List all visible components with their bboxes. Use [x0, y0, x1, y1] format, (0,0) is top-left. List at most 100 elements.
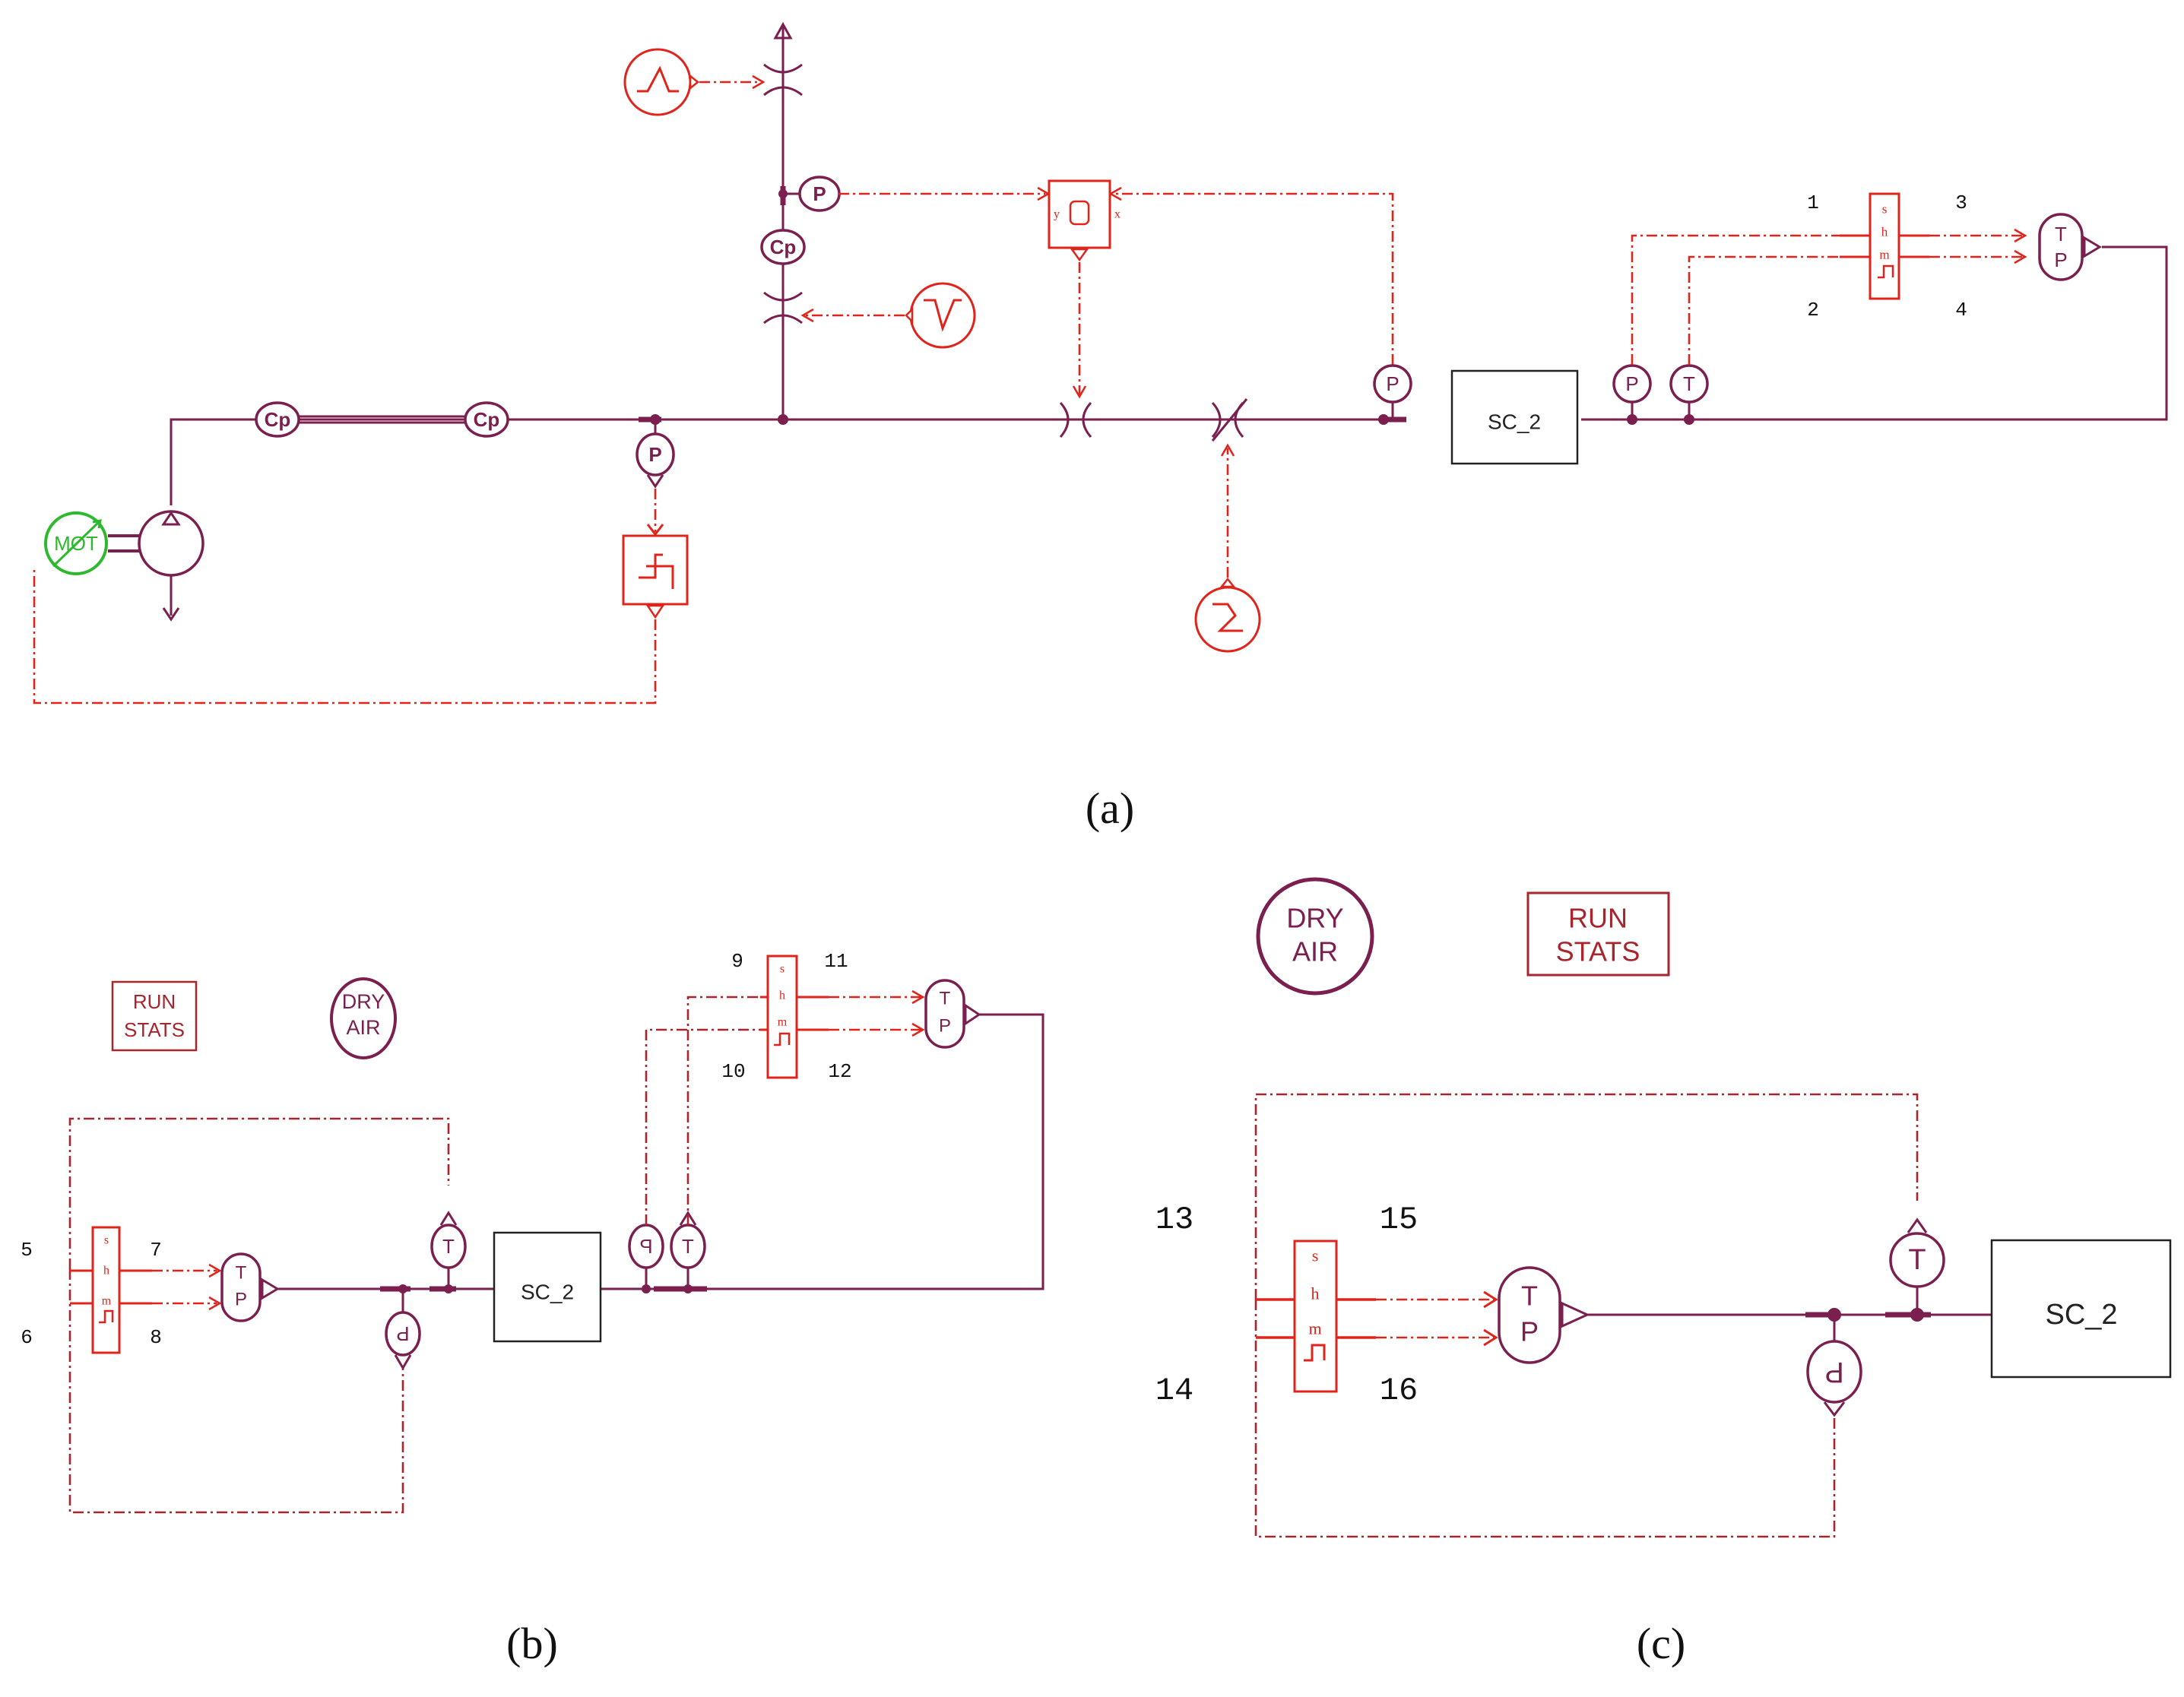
svg-text:AIR: AIR	[1292, 936, 1338, 967]
svg-text:P: P	[1625, 372, 1638, 395]
svg-text:m: m	[1308, 1319, 1321, 1338]
svg-text:P: P	[648, 443, 661, 466]
caption-a: (a)	[1086, 784, 1134, 833]
signal-generator-icon	[905, 282, 976, 349]
svg-text:T: T	[682, 1235, 694, 1258]
svg-text:x: x	[1114, 208, 1121, 221]
block-sc2: SC_2	[1990, 1239, 2172, 1379]
dry-air-icon: DRY AIR	[1256, 877, 1374, 996]
svg-text:s: s	[780, 963, 785, 976]
tp-sensor-icon: T P	[1498, 1266, 1590, 1364]
svg-text:5: 5	[21, 1239, 33, 1262]
panel-a: MOT Cp Cp Cp P	[33, 21, 2168, 833]
dry-air-icon: DRY AIR	[330, 977, 397, 1059]
temperature-sensor-icon: T	[1669, 364, 1709, 420]
svg-text:P: P	[1386, 372, 1399, 395]
svg-text:h: h	[103, 1265, 109, 1277]
vent-arrow-icon	[773, 21, 793, 40]
svg-text:T: T	[2055, 223, 2067, 245]
pump-icon	[138, 510, 204, 622]
svg-text:T: T	[1683, 372, 1695, 395]
svg-text:RUN: RUN	[1568, 903, 1628, 934]
svg-text:T: T	[236, 1263, 247, 1284]
svg-text:s: s	[104, 1234, 109, 1247]
motor-icon: MOT	[44, 511, 141, 575]
main-hydraulic-line	[170, 418, 1406, 505]
svg-text:P: P	[1824, 1356, 1843, 1388]
svg-text:13: 13	[1155, 1202, 1193, 1238]
svg-text:14: 14	[1155, 1372, 1193, 1409]
svg-text:4: 4	[1955, 299, 1967, 321]
svg-text:s: s	[1312, 1246, 1319, 1265]
run-stats-button[interactable]: RUN STATS	[1526, 891, 1670, 977]
svg-text:11: 11	[824, 950, 848, 973]
orifice-icon	[763, 63, 803, 97]
svg-text:STATS: STATS	[124, 1018, 185, 1041]
svg-text:3: 3	[1955, 192, 1967, 214]
temperature-sensor-icon: T	[430, 1211, 467, 1286]
svg-text:Cp: Cp	[770, 236, 797, 258]
run-stats-button[interactable]: RUN STATS	[111, 980, 198, 1052]
double-pipe	[289, 415, 479, 424]
svg-text:12: 12	[828, 1060, 851, 1083]
shm-block-icon: s h m	[1840, 192, 1929, 300]
controller-block-icon: y x	[1048, 179, 1121, 262]
svg-text:1: 1	[1807, 192, 1819, 214]
svg-text:10: 10	[721, 1060, 745, 1083]
pressure-sensor-icon: P	[1612, 364, 1652, 420]
motor-signal-line	[33, 570, 657, 704]
svg-text:T: T	[442, 1235, 455, 1258]
tp-sensor-icon: T P	[924, 979, 981, 1049]
svg-text:y: y	[1054, 208, 1060, 221]
block-sc2: SC_2	[493, 1231, 602, 1343]
svg-text:RUN: RUN	[133, 990, 176, 1013]
svg-text:SC_2: SC_2	[1488, 410, 1541, 434]
pressure-sensor-icon: P	[1806, 1319, 1862, 1417]
pressure-sensor-icon: P	[1373, 364, 1412, 420]
pressure-sensor-icon: P	[628, 1224, 664, 1286]
svg-text:SC_2: SC_2	[2045, 1299, 2117, 1331]
cp-sensor-icon: Cp	[464, 401, 509, 438]
svg-text:T: T	[1908, 1244, 1926, 1276]
signal-generator-icon	[1194, 577, 1261, 653]
tp-sensor-icon: T P	[220, 1252, 280, 1322]
svg-text:15: 15	[1380, 1202, 1418, 1238]
svg-text:SC_2: SC_2	[521, 1281, 574, 1304]
shm-block-icon: s h m	[760, 955, 829, 1079]
cp-sensor-icon: Cp	[760, 229, 806, 265]
shm-block-icon: s h m	[1256, 1240, 1376, 1393]
pressure-sensor-icon: P	[786, 176, 841, 212]
svg-text:P: P	[396, 1322, 409, 1345]
svg-text:2: 2	[1807, 299, 1819, 321]
svg-text:P: P	[2054, 249, 2067, 271]
orifice-icon	[1059, 401, 1092, 438]
svg-text:STATS: STATS	[1556, 936, 1640, 967]
svg-text:m: m	[1879, 248, 1889, 262]
svg-text:T: T	[940, 989, 951, 1009]
svg-text:P: P	[939, 1016, 951, 1037]
svg-text:8: 8	[150, 1326, 162, 1349]
block-sc2: SC_2	[1450, 369, 1579, 465]
pressure-sensor-icon: P	[385, 1292, 421, 1370]
svg-text:P: P	[1520, 1316, 1539, 1347]
svg-text:m: m	[102, 1295, 112, 1308]
svg-text:Cp: Cp	[474, 408, 500, 431]
svg-text:h: h	[779, 989, 785, 1002]
return-line-a	[1581, 245, 2168, 421]
svg-text:T: T	[1521, 1281, 1538, 1312]
svg-text:Cp: Cp	[265, 408, 291, 431]
svg-text:16: 16	[1380, 1372, 1418, 1409]
svg-text:DRY: DRY	[1286, 903, 1343, 934]
svg-text:7: 7	[150, 1239, 162, 1262]
orifice-icon	[763, 291, 803, 325]
svg-text:P: P	[235, 1290, 247, 1310]
caption-c: (c)	[1637, 1619, 1685, 1668]
shm-block-icon: s h m	[70, 1226, 152, 1354]
orifice-icon	[1211, 398, 1248, 442]
svg-text:P: P	[639, 1235, 652, 1258]
svg-text:m: m	[778, 1016, 788, 1029]
svg-text:DRY: DRY	[342, 990, 385, 1013]
svg-text:h: h	[1881, 225, 1888, 239]
svg-text:s: s	[1882, 202, 1888, 217]
